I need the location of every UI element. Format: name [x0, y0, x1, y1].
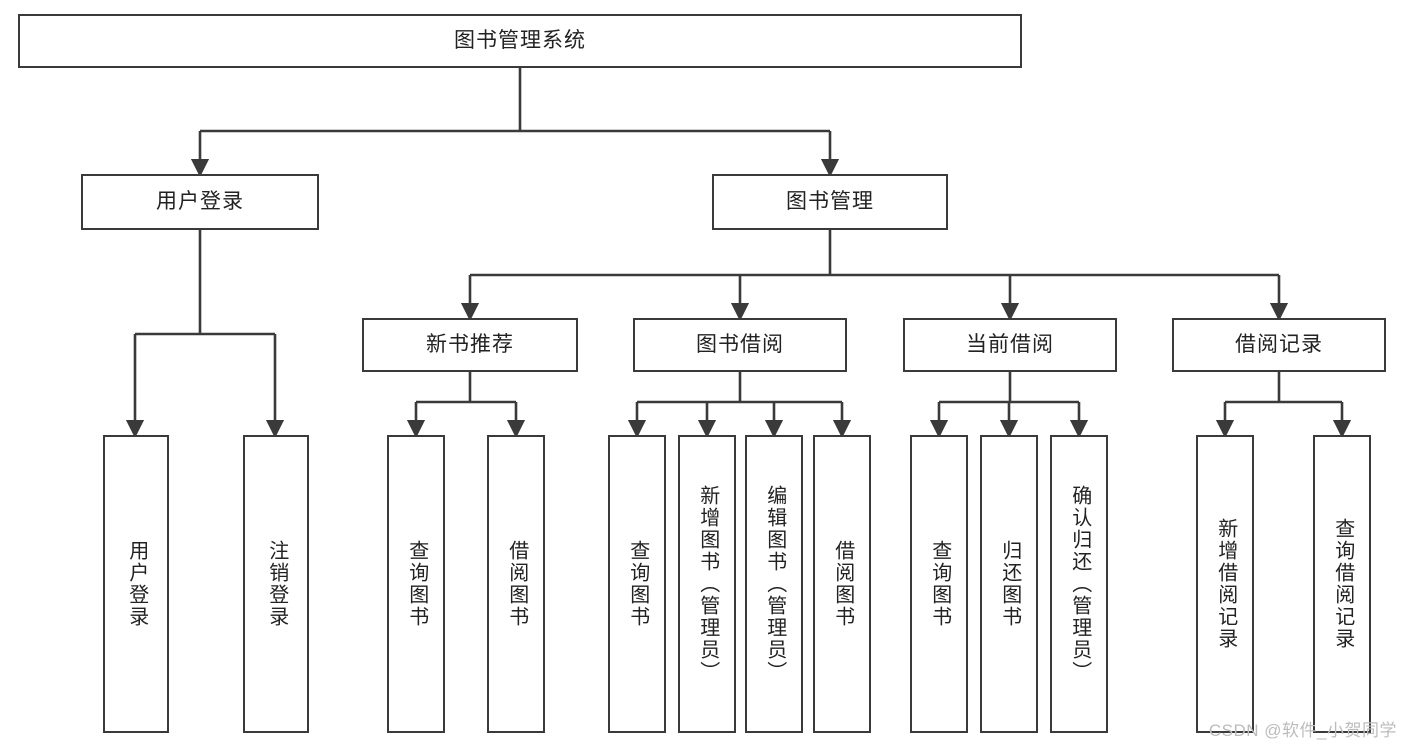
leaf-bb-edit-book[interactable]: 编辑图书（管理员）	[745, 435, 803, 733]
node-user-login-label: 用户登录	[156, 189, 244, 213]
node-borrow-record-label: 借阅记录	[1235, 332, 1323, 356]
leaf-rec-borrow-book-label: 借阅图书	[505, 540, 528, 628]
node-book-borrow[interactable]: 图书借阅	[633, 318, 847, 372]
leaf-bb-borrow-book[interactable]: 借阅图书	[813, 435, 871, 733]
node-user-login[interactable]: 用户登录	[81, 174, 319, 230]
node-book-manage-label: 图书管理	[786, 189, 874, 213]
leaf-cb-query-book-label: 查询图书	[928, 540, 951, 628]
leaf-user-logout[interactable]: 注销登录	[243, 435, 309, 733]
leaf-rec-query-book-label: 查询图书	[405, 540, 428, 628]
leaf-br-add-record-label: 新增借阅记录	[1214, 518, 1237, 650]
node-new-book-rec-label: 新书推荐	[426, 332, 514, 356]
node-current-borrow-label: 当前借阅	[966, 332, 1054, 356]
leaf-bb-add-book[interactable]: 新增图书（管理员）	[678, 435, 736, 733]
leaf-cb-confirm-return-label: 确认归还（管理员）	[1068, 485, 1091, 683]
node-root-label: 图书管理系统	[454, 28, 586, 52]
node-borrow-record[interactable]: 借阅记录	[1172, 318, 1386, 372]
leaf-user-login-label: 用户登录	[125, 540, 148, 628]
leaf-bb-borrow-book-label: 借阅图书	[831, 540, 854, 628]
leaf-cb-return-book[interactable]: 归还图书	[980, 435, 1038, 733]
leaf-bb-query-book[interactable]: 查询图书	[608, 435, 666, 733]
node-book-borrow-label: 图书借阅	[696, 332, 784, 356]
leaf-bb-add-book-label: 新增图书（管理员）	[696, 485, 719, 683]
leaf-cb-query-book[interactable]: 查询图书	[910, 435, 968, 733]
node-current-borrow[interactable]: 当前借阅	[903, 318, 1117, 372]
leaf-rec-borrow-book[interactable]: 借阅图书	[487, 435, 545, 733]
node-root[interactable]: 图书管理系统	[18, 14, 1022, 68]
leaf-cb-confirm-return[interactable]: 确认归还（管理员）	[1050, 435, 1108, 733]
node-new-book-rec[interactable]: 新书推荐	[362, 318, 578, 372]
node-book-manage[interactable]: 图书管理	[712, 174, 948, 230]
leaf-user-logout-label: 注销登录	[265, 540, 288, 628]
leaf-bb-edit-book-label: 编辑图书（管理员）	[763, 485, 786, 683]
leaf-bb-query-book-label: 查询图书	[626, 540, 649, 628]
leaf-br-query-record[interactable]: 查询借阅记录	[1313, 435, 1371, 733]
watermark: CSDN @软件_小贺同学	[1208, 721, 1397, 740]
leaf-rec-query-book[interactable]: 查询图书	[387, 435, 445, 733]
leaf-br-query-record-label: 查询借阅记录	[1331, 518, 1354, 650]
leaf-cb-return-book-label: 归还图书	[998, 540, 1021, 628]
leaf-user-login[interactable]: 用户登录	[103, 435, 169, 733]
leaf-br-add-record[interactable]: 新增借阅记录	[1196, 435, 1254, 733]
